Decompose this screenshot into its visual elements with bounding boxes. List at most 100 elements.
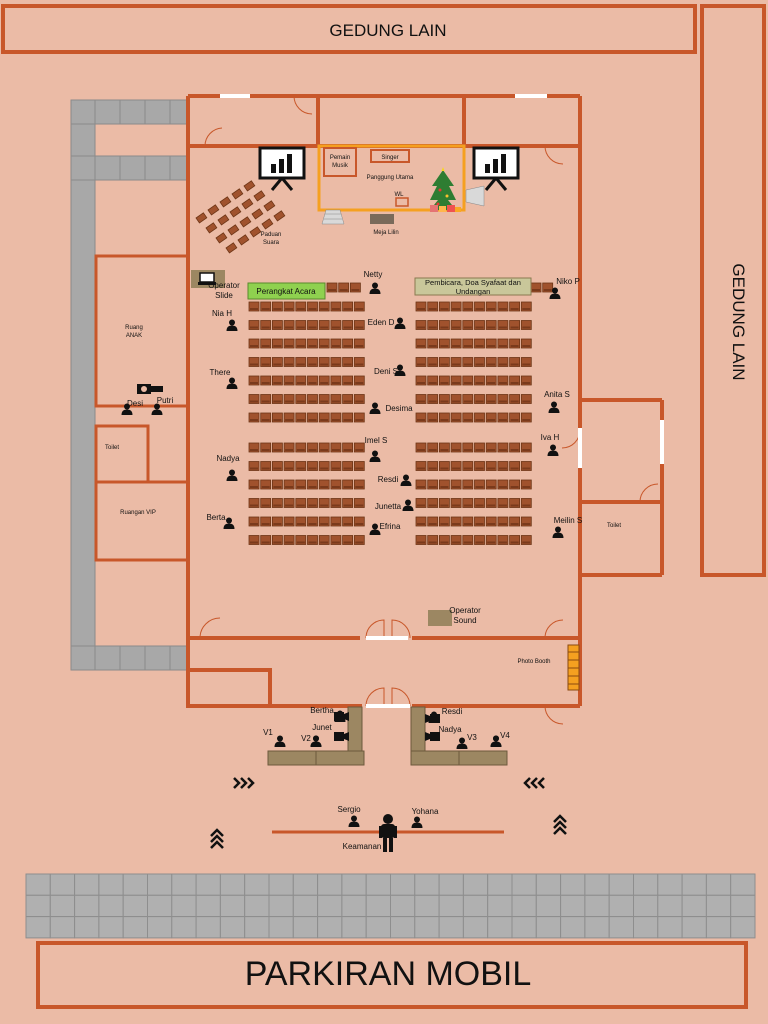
seat-cushion	[522, 400, 531, 403]
security-guard-icon	[379, 814, 397, 852]
parking-tile	[657, 873, 683, 896]
seat-cushion	[355, 504, 364, 507]
seat-cushion	[261, 326, 270, 329]
parking-tile	[219, 894, 246, 918]
seat	[330, 498, 342, 508]
seat-cushion	[273, 382, 282, 384]
seat	[520, 394, 532, 404]
person-label: There	[210, 368, 231, 377]
parking-tile	[681, 873, 707, 896]
parking-tile	[681, 916, 707, 939]
parking-tile	[171, 873, 197, 896]
person-efrina: Efrina	[369, 522, 401, 535]
seat	[427, 375, 439, 386]
person-icon	[428, 711, 440, 723]
seat-cushion	[452, 400, 461, 403]
parking-tile	[730, 916, 756, 939]
seat	[307, 357, 318, 367]
seat	[497, 338, 509, 349]
seat-cushion	[250, 326, 258, 329]
seat	[330, 375, 342, 386]
seat-cushion	[250, 523, 258, 525]
seat-cushion	[355, 523, 364, 525]
parking-tile	[390, 894, 416, 918]
seat	[307, 516, 318, 527]
perangkat-acara-box	[247, 282, 326, 300]
seat-cushion	[296, 486, 305, 488]
seat	[271, 442, 283, 453]
seat	[497, 442, 509, 453]
seat	[283, 394, 295, 404]
left-corridor	[70, 99, 189, 671]
seat-cushion	[343, 419, 352, 421]
seat	[450, 479, 462, 490]
seat-cushion	[487, 541, 496, 544]
photo-booth-label: Photo Booth	[517, 659, 550, 665]
parking-tile	[244, 894, 270, 918]
seat-cushion	[498, 400, 507, 403]
choir-seat	[227, 224, 240, 236]
parking-tile	[633, 894, 659, 918]
operator-sound-label-1: Operator	[449, 606, 481, 615]
person-eden: Eden D	[368, 317, 406, 329]
seat	[427, 412, 439, 423]
seat-cushion	[331, 541, 340, 544]
seat	[248, 338, 260, 349]
person-icon	[490, 735, 502, 747]
person-label: V1	[263, 728, 273, 737]
person-icon	[394, 317, 406, 329]
seat-cushion	[285, 449, 294, 451]
seat-cushion	[475, 523, 484, 525]
seat	[283, 301, 295, 312]
seat-cushion	[463, 449, 472, 451]
person-icon	[548, 401, 560, 413]
arrow-up-right-icon	[553, 814, 567, 835]
seat-cushion	[273, 504, 282, 507]
seat-cushion	[320, 400, 329, 403]
person-icon	[369, 523, 381, 535]
parking-tile	[462, 873, 489, 896]
parking-tile	[171, 916, 197, 939]
person-netty: Netty	[364, 270, 382, 294]
seat	[415, 357, 427, 367]
parking-tile	[74, 894, 100, 918]
seat-cushion	[296, 504, 305, 507]
seat-cushion	[510, 400, 519, 403]
seat-cushion	[428, 523, 437, 525]
seat-cushion	[285, 326, 294, 329]
parking-tile	[49, 894, 76, 918]
seat-cushion	[510, 345, 519, 347]
seat-cushion	[522, 326, 531, 329]
seat	[474, 535, 485, 545]
choir-seat	[249, 226, 262, 238]
person-label: Niko P	[556, 277, 580, 286]
seat-cushion	[250, 345, 258, 347]
person-niko: Niko P	[549, 277, 580, 299]
seat	[353, 357, 365, 367]
seat-cushion	[532, 289, 540, 291]
person-label: Putri	[157, 396, 174, 405]
seat-cushion	[440, 326, 449, 329]
seat	[248, 498, 260, 508]
seat-cushion	[343, 523, 352, 525]
seat	[318, 442, 330, 453]
seat-cushion	[331, 363, 340, 366]
person-label: Efrina	[380, 522, 401, 531]
seat	[462, 516, 474, 527]
person-icon	[394, 364, 406, 376]
seat	[450, 516, 462, 527]
parking-tile	[122, 873, 148, 896]
seat	[474, 301, 485, 312]
seat-cushion	[475, 449, 484, 451]
seat	[307, 412, 318, 423]
person-there: There	[210, 368, 238, 389]
seat-cushion	[510, 486, 519, 488]
seat-cushion	[452, 308, 461, 310]
seat	[450, 301, 462, 312]
seat	[260, 357, 272, 367]
seat-cushion	[308, 363, 317, 366]
parking-tile	[462, 916, 489, 939]
seat-cushion	[498, 419, 507, 421]
parking-tile	[49, 873, 76, 896]
parking-tile	[535, 873, 562, 896]
